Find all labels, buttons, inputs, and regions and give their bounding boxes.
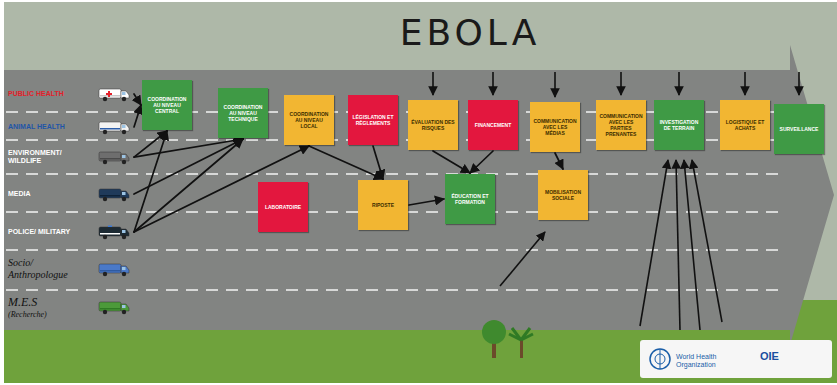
- sector-lane-label: PUBLIC HEALTH: [8, 86, 133, 102]
- sector-name: M.E.S: [8, 296, 93, 310]
- flow-arrow: [373, 146, 383, 179]
- vehicle-icon: [97, 119, 131, 135]
- diagram-title: EBOLA: [360, 12, 580, 53]
- flow-arrow: [309, 146, 383, 179]
- sector-name: ANIMAL HEALTH: [8, 123, 93, 131]
- sector-lane-label: ANIMAL HEALTH: [8, 119, 133, 135]
- flow-arrow: [470, 151, 493, 173]
- task-card: INVESTIGATION DE TERRAIN: [654, 100, 704, 150]
- task-card: SURVEILLANCE: [774, 104, 824, 154]
- task-card: LÉGISLATION ET RÈGLEMENTS: [348, 95, 398, 145]
- task-card: COORDINATION AU NIVEAU TECHNIQUE: [218, 88, 268, 138]
- vehicle-icon: [97, 299, 131, 315]
- sector-lane-label: M.E.S(Recherche): [8, 296, 133, 319]
- vehicle-icon: [97, 261, 131, 277]
- logo-strip: [640, 340, 832, 378]
- poster-sheet: [4, 2, 837, 383]
- sector-lane-label: Socio/ Anthropologue: [8, 257, 133, 280]
- sector-name: PUBLIC HEALTH: [8, 90, 93, 98]
- card-text: LÉGISLATION ET RÈGLEMENTS: [351, 114, 395, 127]
- task-card: FINANCEMENT: [468, 100, 518, 150]
- flow-arrow: [134, 105, 141, 127]
- task-card: MOBILISATION SOCIALE: [538, 170, 588, 220]
- flow-arrow: [134, 146, 309, 232]
- card-text: COORDINATION AU NIVEAU TECHNIQUE: [221, 104, 265, 123]
- card-text: LABORATOIRE: [265, 204, 301, 210]
- task-card: LOGISTIQUE ET ACHATS: [720, 100, 770, 150]
- organization-name: World Health Organization: [676, 353, 738, 369]
- task-card: RIPOSTE: [358, 180, 408, 230]
- task-card: COORDINATION AU NIVEAU LOCAL: [284, 95, 334, 145]
- task-card: COORDINATION AU NIVEAU CENTRAL: [142, 80, 192, 130]
- card-text: COORDINATION AU NIVEAU LOCAL: [287, 111, 331, 130]
- sector-name: Socio/ Anthropologue: [8, 257, 93, 280]
- vehicle-icon: [97, 149, 131, 165]
- sector-name: (Recherche): [8, 310, 93, 319]
- task-card: ÉVALUATION DES RISQUES: [408, 100, 458, 150]
- task-card: COMMUNICATION AVEC LES MÉDIAS: [530, 102, 580, 152]
- sector-lane-label: MEDIA: [8, 186, 133, 202]
- task-card: ÉDUCATION ET FORMATION: [445, 174, 495, 224]
- vehicle-icon: [97, 86, 131, 102]
- card-text: LOGISTIQUE ET ACHATS: [723, 119, 767, 132]
- task-card: LABORATOIRE: [258, 182, 308, 232]
- card-text: COORDINATION AU NIVEAU CENTRAL: [145, 96, 189, 115]
- card-text: COMMUNICATION AVEC LES PARTIES PRENANTES: [599, 113, 643, 138]
- card-text: RIPOSTE: [372, 202, 394, 208]
- card-text: SURVEILLANCE: [780, 126, 819, 132]
- flow-arrow: [555, 153, 563, 169]
- vehicle-icon: [97, 224, 131, 240]
- card-text: ÉVALUATION DES RISQUES: [411, 119, 455, 132]
- card-text: MOBILISATION SOCIALE: [541, 189, 585, 202]
- hand-drawn-arrows: [433, 72, 799, 330]
- task-card: COMMUNICATION AVEC LES PARTIES PRENANTES: [596, 100, 646, 150]
- sector-name: POLICE/ MILITARY: [8, 228, 93, 236]
- road-arrow: [4, 45, 834, 345]
- organization-logo-text: OIE: [760, 350, 820, 363]
- trees: [482, 320, 533, 358]
- flow-arrow: [134, 139, 243, 232]
- sector-lane-label: POLICE/ MILITARY: [8, 224, 133, 240]
- who-emblem: [650, 349, 670, 369]
- card-text: COMMUNICATION AVEC LES MÉDIAS: [533, 118, 577, 137]
- card-text: INVESTIGATION DE TERRAIN: [657, 119, 701, 132]
- flow-arrow: [433, 151, 470, 173]
- vehicle-icon: [97, 186, 131, 202]
- card-text: ÉDUCATION ET FORMATION: [448, 193, 492, 206]
- flow-arrow: [134, 94, 141, 105]
- sector-lane-label: ENVIRONMENT/ WILDLIFE: [8, 149, 133, 165]
- sector-name: MEDIA: [8, 190, 93, 198]
- card-text: FINANCEMENT: [475, 122, 511, 128]
- sector-name: ENVIRONMENT/ WILDLIFE: [8, 149, 93, 165]
- flow-arrow: [409, 199, 444, 205]
